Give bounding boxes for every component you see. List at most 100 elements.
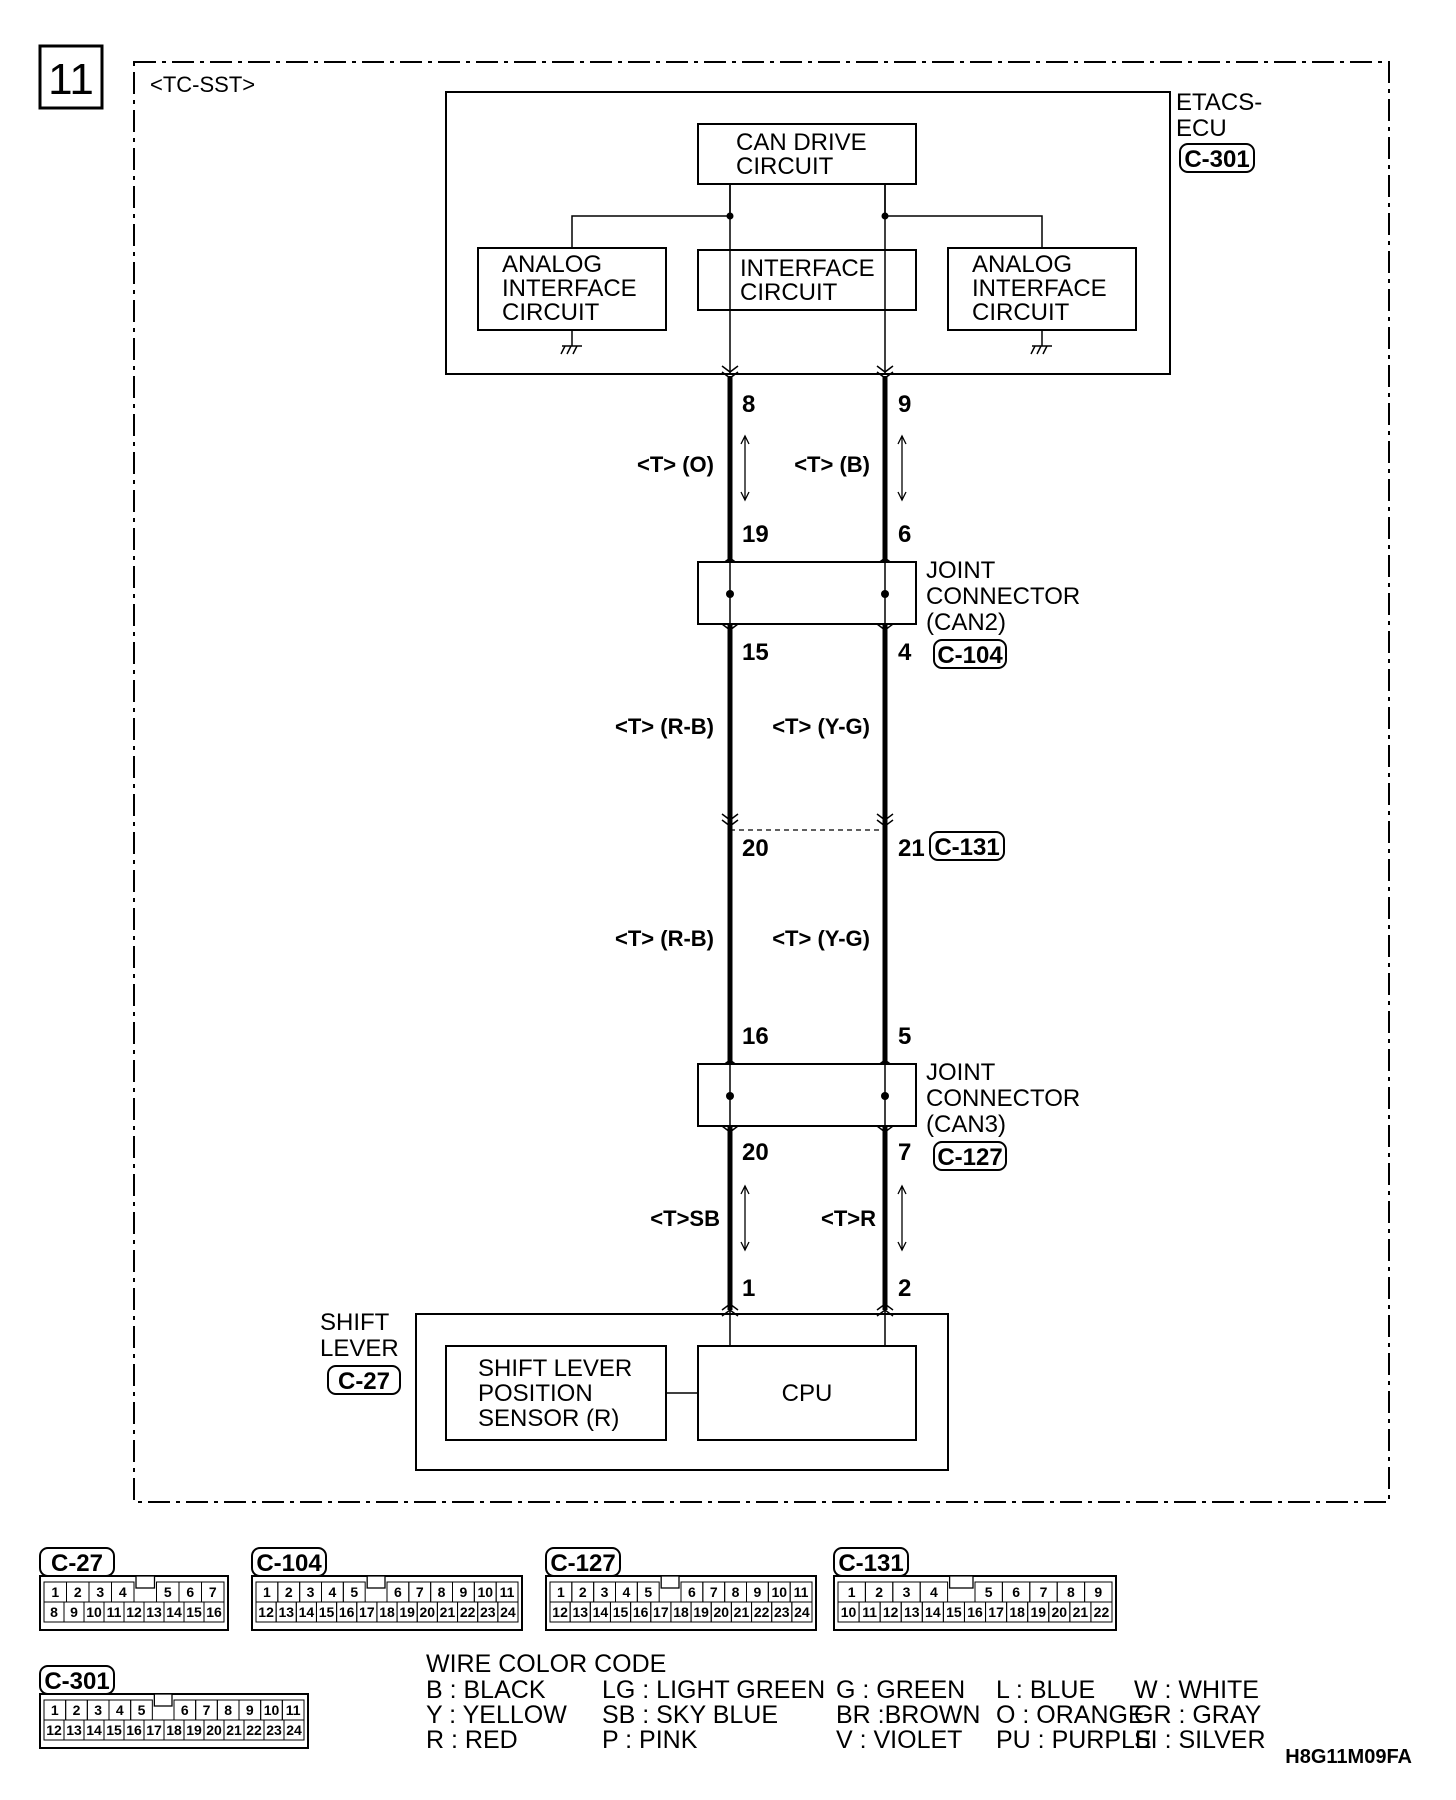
joint-can2-connector: C-104 (937, 642, 1003, 669)
etacs-name-line1: ETACS- (1176, 89, 1262, 116)
connector-pin-number: 4 (116, 1702, 124, 1718)
connector-pin-number: 5 (644, 1584, 652, 1600)
connector-face-label: C-27 (51, 1550, 103, 1577)
connector-pin-number: 13 (66, 1722, 82, 1738)
connector-pin-number: 8 (438, 1584, 446, 1600)
shift-lever-connector: C-27 (338, 1368, 390, 1395)
connector-pin-cell (1090, 1601, 1113, 1623)
connector-pin-number: 11 (286, 1702, 301, 1718)
connector-pin-number: 7 (203, 1702, 211, 1718)
connector-pin-number: 8 (732, 1584, 740, 1600)
pin-j2-top-right: 6 (898, 521, 911, 548)
connector-face-body (39, 1575, 229, 1631)
connector-pin-cell (203, 1601, 225, 1623)
connector-pin-number: 4 (329, 1584, 337, 1600)
harness-frame (133, 61, 1390, 1503)
connector-pin-number: 3 (601, 1584, 609, 1600)
can-drive-line1: CAN DRIVE (736, 129, 867, 156)
connector-pin-number: 14 (925, 1604, 941, 1620)
connector-chevron (876, 813, 894, 821)
connector-pin-cell (283, 1719, 305, 1741)
interface-line1: INTERFACE (740, 255, 875, 282)
wire-color-code-entry: P : PINK (602, 1726, 698, 1754)
wire-color-code-entry: R : RED (426, 1726, 518, 1754)
connector-pin-cell (791, 1601, 813, 1623)
pin-shift-right: 2 (898, 1275, 911, 1302)
connector-pin-number: 2 (875, 1584, 883, 1600)
analog-right-line3: CIRCUIT (972, 299, 1070, 326)
connector-latch (660, 1575, 680, 1589)
wire-color-seg2-left: <T> (R-B) (615, 714, 714, 739)
wire-color-code-entry: LG : LIGHT GREEN (602, 1676, 825, 1704)
connector-pin-number: 16 (633, 1604, 649, 1620)
connector-face-body (39, 1693, 309, 1749)
connector-pin-number: 13 (146, 1604, 162, 1620)
connector-chevron (876, 371, 894, 379)
connector-pin-number: 2 (579, 1584, 587, 1600)
c131-connector: C-131 (934, 834, 999, 861)
wire-color-code-entry: W : WHITE (1134, 1676, 1259, 1704)
analog-right-line2: INTERFACE (972, 275, 1107, 302)
joint-can3-line1: JOINT (926, 1059, 996, 1086)
junction-dot (881, 1092, 889, 1100)
connector-face-label: C-104 (256, 1550, 322, 1577)
sensor-line2: POSITION (478, 1380, 593, 1407)
connector-pin-number: 10 (477, 1584, 493, 1600)
can-drive-circuit-box (697, 123, 917, 185)
wire-color-code-entry: O : ORANGE (996, 1701, 1145, 1729)
cpu-label: CPU (782, 1380, 833, 1407)
wire-color-seg1-right: <T> (B) (794, 452, 870, 477)
connector-pin-number: 5 (350, 1584, 358, 1600)
joint-can3-connector-tag (933, 1141, 1007, 1171)
connector-pin-number: 1 (263, 1584, 271, 1600)
connector-pin-number: 21 (440, 1604, 456, 1620)
connector-pin-number: 13 (904, 1604, 920, 1620)
pin-j3-top-left: 16 (742, 1023, 769, 1050)
wire-color-code-entry: V : VIOLET (836, 1726, 962, 1754)
connector-pin-number: 20 (420, 1604, 436, 1620)
connector-pin-number: 18 (1009, 1604, 1025, 1620)
c131-connector-tag (929, 831, 1005, 861)
connector-pin-number: 24 (500, 1604, 516, 1620)
interface-circuit-box (697, 249, 917, 311)
pin-j3-bottom-right: 7 (898, 1139, 911, 1166)
wire-color-code-entry: BR :BROWN (836, 1701, 980, 1729)
connector-pin-number: 7 (416, 1584, 424, 1600)
connector-pin-number: 7 (710, 1584, 718, 1600)
pin-j2-bottom-right: 4 (898, 639, 912, 666)
wire-color-code-entry: G : GREEN (836, 1676, 965, 1704)
analog-right-line1: ANALOG (972, 251, 1072, 278)
connector-pin-number: 8 (1067, 1584, 1075, 1600)
connector-pin-number: 7 (1040, 1584, 1048, 1600)
analog-left-line3: CIRCUIT (502, 299, 600, 326)
pin-c131-right: 21 (898, 835, 925, 862)
connector-face-label: C-301 (44, 1668, 109, 1695)
connector-pin-number: 10 (771, 1584, 787, 1600)
connector-chevron (721, 365, 739, 373)
junction-dot (726, 590, 734, 598)
connector-pin-number: 19 (399, 1604, 415, 1620)
connector-pin-number: 9 (70, 1604, 78, 1620)
connector-chevron (721, 819, 739, 827)
connector-pin-number: 14 (593, 1604, 609, 1620)
connector-pin-number: 11 (107, 1604, 122, 1620)
sensor-line1: SHIFT LEVER (478, 1355, 632, 1382)
connector-chevron (721, 1303, 739, 1311)
connector-pin-number: 10 (841, 1604, 857, 1620)
connector-pin-number: 9 (1094, 1584, 1102, 1600)
connector-latch (948, 1575, 974, 1589)
connector-pin-number: 18 (379, 1604, 395, 1620)
joint-can2-line2: CONNECTOR (926, 583, 1080, 610)
connector-pin-number: 4 (623, 1584, 631, 1600)
can-drive-line2: CIRCUIT (736, 153, 834, 180)
connector-pin-number: 12 (126, 1604, 142, 1620)
connector-pin-number: 14 (166, 1604, 182, 1620)
connector-pin-number: 13 (572, 1604, 588, 1620)
connector-pin-number: 22 (754, 1604, 770, 1620)
